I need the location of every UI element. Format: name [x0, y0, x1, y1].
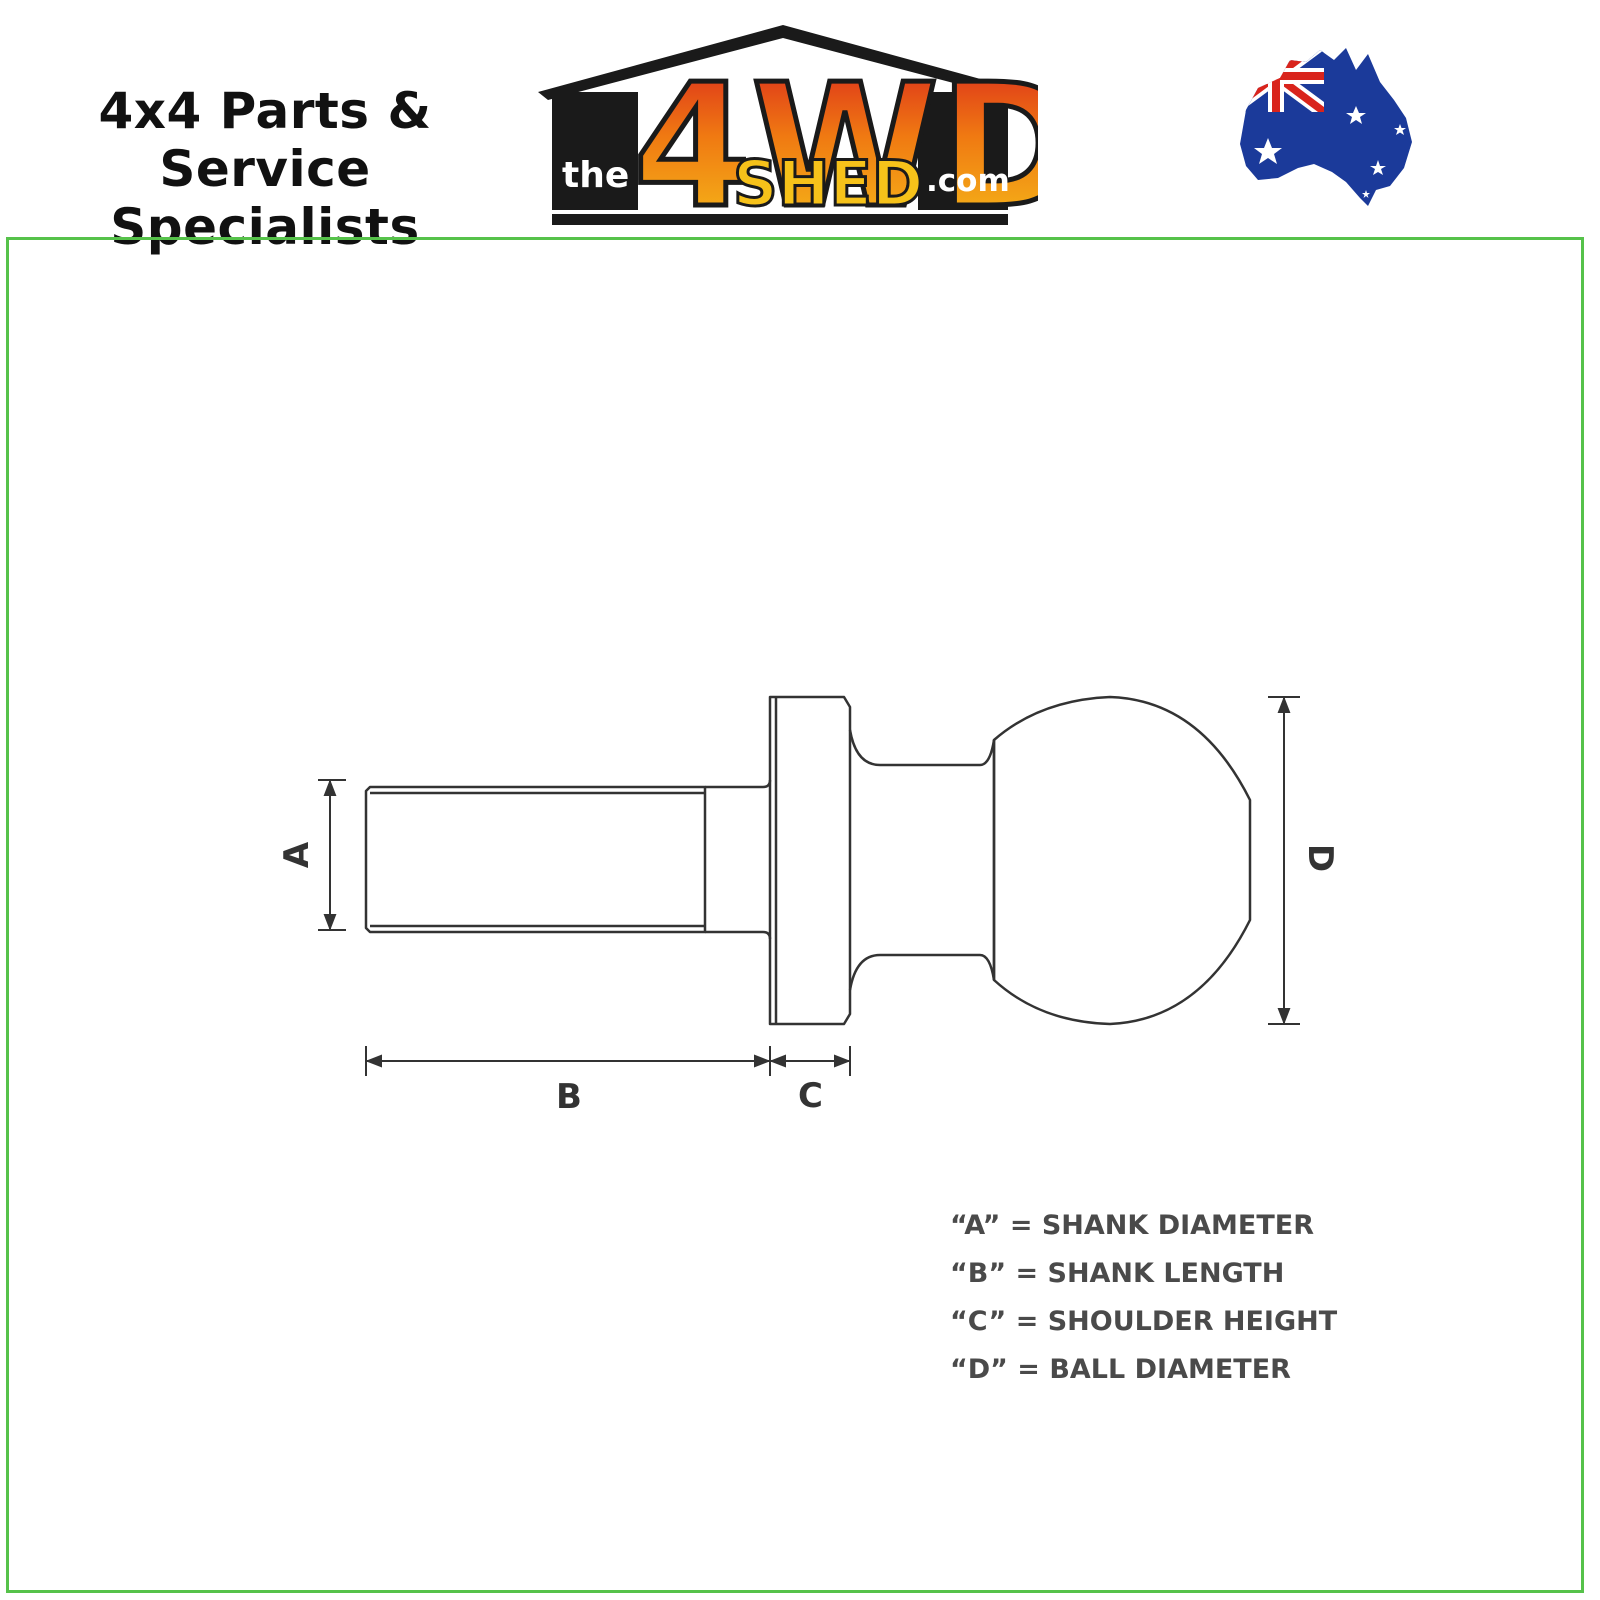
- dimension-label-d: D: [1300, 843, 1341, 873]
- legend-item-c: “C” = SHOULDER HEIGHT: [950, 1306, 1338, 1337]
- logo-prefix: the: [562, 155, 630, 196]
- shoulder-collar: [768, 695, 852, 1026]
- logo-digit: 4WD: [633, 48, 1038, 225]
- tow-ball: [992, 695, 1252, 1026]
- legend-item-b: “B” = SHANK LENGTH: [950, 1258, 1285, 1289]
- ball-neck-lower: [848, 953, 996, 991]
- dimension-label-a: A: [277, 841, 318, 869]
- legend-item-a: “A” = SHANK DIAMETER: [950, 1210, 1315, 1241]
- tagline-line-1: 4x4 Parts & Service: [98, 82, 432, 198]
- the-4wd-shed-logo: 4WD SHED the .com: [538, 20, 1038, 225]
- shank-neck: [705, 779, 772, 940]
- ball-neck: [848, 729, 996, 767]
- threaded-shank: [364, 785, 707, 934]
- dimension-legend: “A” = SHANK DIAMETER “B” = SHANK LENGTH …: [950, 1202, 1337, 1394]
- logo-suffix: .com: [926, 163, 1010, 199]
- legend-item-d: “D” = BALL DIAMETER: [950, 1354, 1291, 1385]
- logo-house-shape: [538, 25, 1028, 225]
- diagram-frame: [6, 237, 1584, 1593]
- dimension-label-c: C: [798, 1076, 823, 1116]
- tagline-line-2: Specialists: [110, 198, 420, 256]
- logo-shed-word: SHED: [733, 147, 923, 220]
- dimension-label-b: B: [556, 1077, 582, 1117]
- australia-map-flag-icon: [1240, 48, 1412, 206]
- logo-wordmark: 4WD SHED: [631, 46, 1039, 226]
- header-tagline: 4x4 Parts & Service Specialists: [0, 82, 530, 256]
